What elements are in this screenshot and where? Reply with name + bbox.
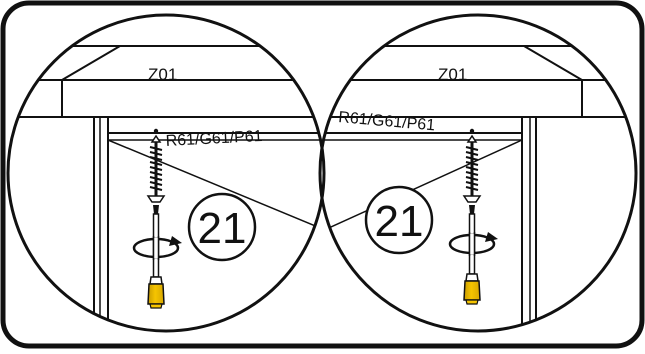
right-step-badge [364,185,434,255]
left-detail-panel: Z01 R61/G61/P61 21 [6,13,326,333]
left-rotate-clockwise-icon [132,236,182,260]
right-screw-icon [462,128,482,203]
right-side-panel [521,116,537,331]
right-beam-label: Z01 [438,65,467,84]
left-beam-label: Z01 [148,65,177,84]
right-step-number: 21 [375,197,424,246]
left-screw-icon [146,128,166,203]
right-rotate-clockwise-icon [448,232,498,256]
left-panel-r61 [107,116,324,134]
left-panel-label: R61/G61/P61 [165,128,263,150]
right-detail-panel: Z01 R61/G61/P61 21 [318,13,638,333]
left-detail-circle [6,13,326,333]
left-side-panel [93,116,109,331]
left-beam-z01 [61,79,324,118]
left-cabinet-drawing [8,45,324,331]
left-step-badge [187,192,257,262]
right-detail-circle [318,13,638,333]
left-step-number: 21 [198,204,247,253]
